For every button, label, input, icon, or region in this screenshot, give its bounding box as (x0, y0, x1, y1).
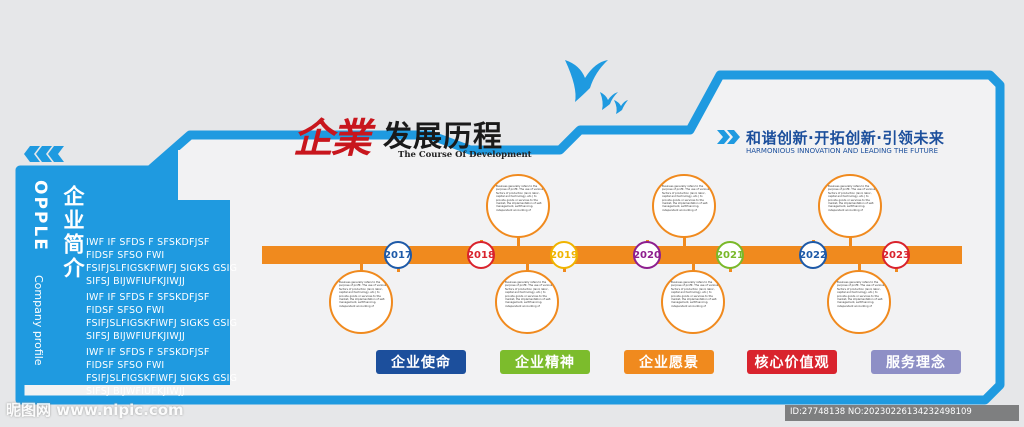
milestone-stem (526, 262, 529, 272)
intro-text-line: FIDSF SFSO FWI (86, 305, 165, 316)
intro-text-line: IWF IF SFDS F SFSKDFJSF (86, 237, 210, 248)
intro-text-line: IWF IF SFDS F SFSKDFJSF (86, 347, 210, 358)
milestone-text: Business generally refers to the purpose… (828, 185, 876, 212)
milestone-stem (683, 236, 686, 248)
value-badge[interactable]: 企业使命 (376, 350, 466, 374)
slogan: 和谐创新·开拓创新·引领未来 (746, 129, 945, 147)
milestone-text: Business generally refers to the purpose… (339, 281, 387, 308)
page-subtitle-en: The Course Of Development (398, 150, 532, 160)
year-label: 2018 (467, 241, 495, 269)
intro-text-line: FSIFJSLFIGSKFIWFJ SIGKS GSIG (86, 373, 238, 384)
year-label: 2020 (633, 241, 661, 269)
chevron-arrow-icon (36, 146, 52, 162)
intro-panel-bg (18, 150, 230, 385)
chevron-arrow-icon (48, 146, 64, 162)
milestone-circle: Business generally refers to the purpose… (818, 174, 882, 238)
year-label: 2022 (799, 241, 827, 269)
intro-text-line: SIFSJ BIJWFIUFKJIWJJ (86, 386, 186, 397)
timeline-bar (262, 246, 962, 264)
value-badge[interactable]: 服务理念 (871, 350, 961, 374)
milestone-stem (849, 236, 852, 248)
company-profile-en: Company profile (32, 275, 45, 366)
milestone-text: Business generally refers to the purpose… (837, 281, 885, 308)
value-badge[interactable]: 核心价值观 (747, 350, 837, 374)
year-label: 2019 (550, 241, 578, 269)
milestone-circle: Business generally refers to the purpose… (329, 270, 393, 334)
milestone-circle: Business generally refers to the purpose… (486, 174, 550, 238)
intro-text-line: SIFSJ BIJWFIUFKJIWJJ (86, 331, 186, 342)
milestone-stem (692, 262, 695, 272)
slogan-arrow-icon (717, 130, 730, 144)
milestone-stem (360, 262, 363, 272)
bird-icon (614, 100, 628, 114)
watermark-left: 昵图网 www.nipic.com (6, 401, 184, 419)
page-title: 发展历程 (383, 119, 504, 153)
company-profile-title: 企业简介 (61, 185, 85, 281)
milestone-circle: Business generally refers to the purpose… (495, 270, 559, 334)
bird-icon (600, 92, 618, 110)
value-badge[interactable]: 企业精神 (500, 350, 590, 374)
watermark-right (785, 405, 1019, 421)
slogan-en: HARMONIOUS INNOVATION AND LEADING THE FU… (746, 147, 939, 155)
panel-inner-cut (178, 150, 430, 190)
bird-icon (565, 60, 608, 102)
year-label: 2017 (384, 241, 412, 269)
milestone-circle: Business generally refers to the purpose… (827, 270, 891, 334)
intro-text-line: FSIFJSLFIGSKFIWFJ SIGKS GSIG (86, 318, 238, 329)
milestone-text: Business generally refers to the purpose… (505, 281, 553, 308)
milestone-stem (517, 236, 520, 248)
intro-text-line: FIDSF SFSO FWI (86, 250, 165, 261)
chevron-arrow-icon (24, 146, 40, 162)
milestone-text: Business generally refers to the purpose… (496, 185, 544, 212)
intro-text-line: SIFSJ BIJWFIUFKJIWJJ (86, 276, 186, 287)
milestone-circle: Business generally refers to the purpose… (652, 174, 716, 238)
year-label: 2023 (882, 241, 910, 269)
value-badge[interactable]: 企业愿景 (624, 350, 714, 374)
intro-text-line: FIDSF SFSO FWI (86, 360, 165, 371)
milestone-text: Business generally refers to the purpose… (662, 185, 710, 212)
intro-text-line: IWF IF SFDS F SFSKDFJSF (86, 292, 210, 303)
slogan-arrow-icon (727, 130, 740, 144)
milestone-circle: Business generally refers to the purpose… (661, 270, 725, 334)
title-script: 企業 (293, 115, 371, 162)
milestone-text: Business generally refers to the purpose… (671, 281, 719, 308)
year-label: 2021 (716, 241, 744, 269)
brand-name: OPPLE (30, 180, 50, 252)
intro-text-line: FSIFJSLFIGSKFIWFJ SIGKS GSIG (86, 263, 238, 274)
watermark-id: ID:27748138 NO:20230226134232498109 (790, 407, 972, 417)
milestone-stem (858, 262, 861, 272)
